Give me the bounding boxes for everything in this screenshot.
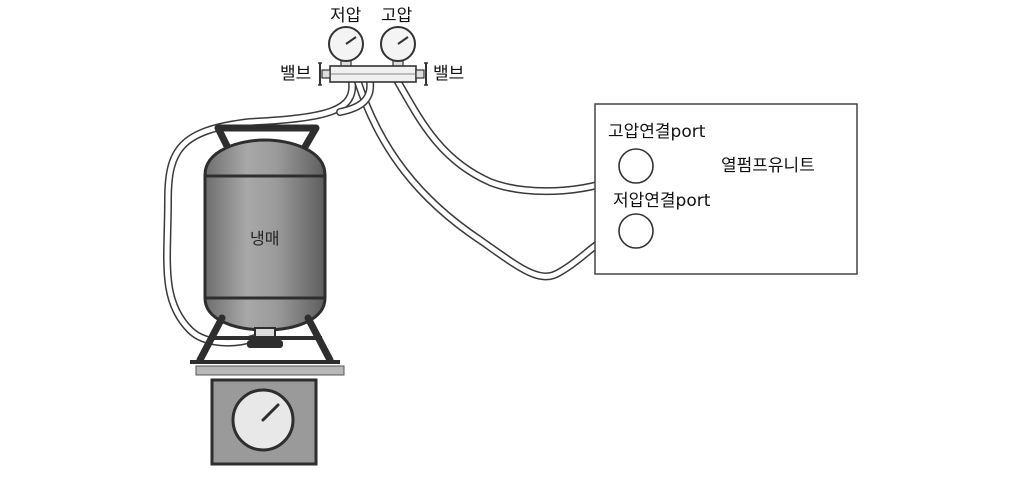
high-port-label: 고압연결port: [608, 122, 706, 142]
low-port-icon: [618, 213, 654, 249]
low-pressure-gauge-label: 저압: [330, 6, 362, 26]
refrigerant-tank: [190, 124, 340, 364]
high-pressure-gauge-label: 고압: [381, 6, 413, 26]
hoses: [163, 78, 632, 347]
tank-label: 냉매: [250, 229, 280, 248]
manifold-gauge-set: [318, 26, 428, 86]
right-valve-icon: [415, 62, 428, 86]
high-port-icon: [618, 148, 654, 184]
unit-label: 열펌프유니트: [721, 156, 815, 176]
weighing-scale: [195, 365, 345, 466]
right-valve-label: 밸브: [433, 64, 465, 84]
left-valve-icon: [318, 62, 331, 86]
left-valve-label: 밸브: [280, 64, 312, 84]
high-pressure-gauge-icon: [380, 26, 416, 69]
low-port-label: 저압연결port: [613, 191, 711, 211]
heat-pump-unit: [594, 103, 858, 275]
low-pressure-gauge-icon: [328, 26, 364, 69]
